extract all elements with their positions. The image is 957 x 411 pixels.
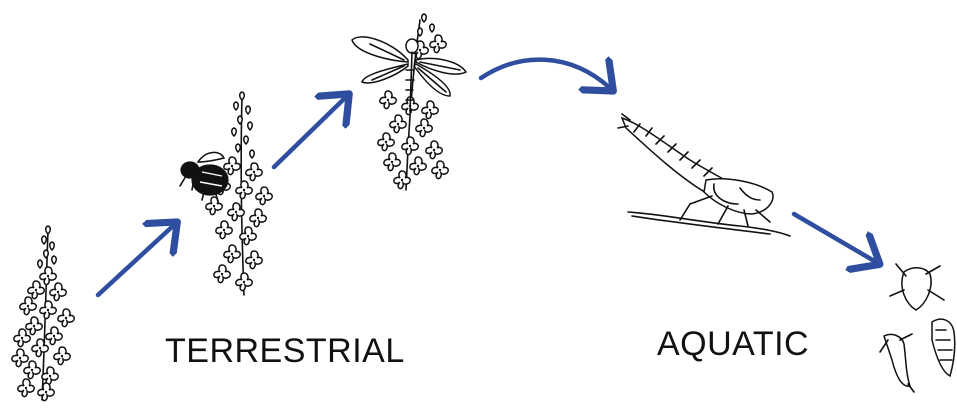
bumblebee-on-flower-spike xyxy=(180,92,272,295)
arrow-spike1-to-spike2 xyxy=(98,225,174,295)
terrestrial-label: TERRESTRIAL xyxy=(165,334,405,368)
arrow-spike2-to-spike3 xyxy=(274,97,346,167)
dragonfly-icon xyxy=(352,37,466,112)
dragonfly-on-flower-spike xyxy=(352,14,466,190)
dragonfly-nymph xyxy=(618,114,790,236)
arrow-spike3-to-nymph xyxy=(481,60,610,88)
arrow-nymph-to-insects xyxy=(794,214,876,262)
aquatic-label: AQUATIC xyxy=(657,327,809,361)
aquatic-insects xyxy=(880,264,955,392)
loosestrife-flower-spike xyxy=(12,226,74,401)
